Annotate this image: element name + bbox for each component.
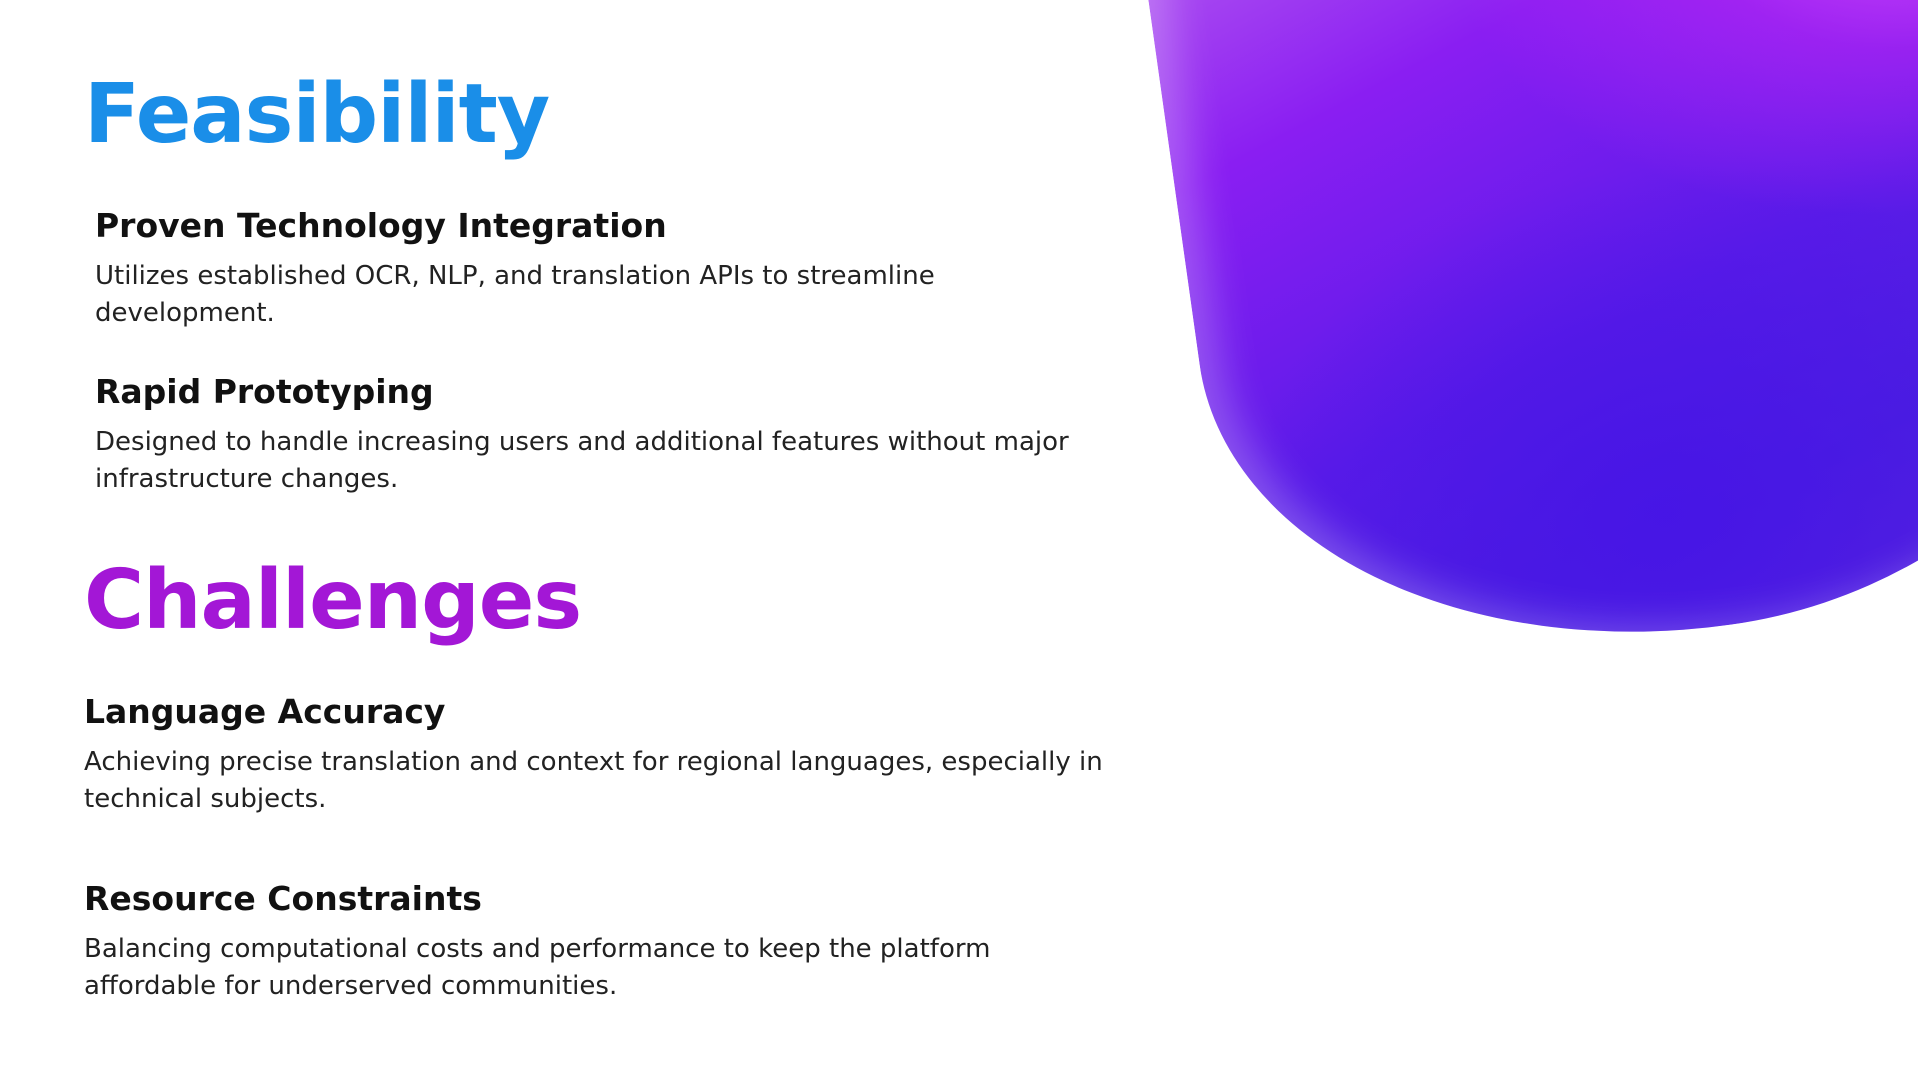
feasibility-item-proven-technology: Proven Technology Integration Utilizes e… <box>95 206 1135 332</box>
item-body: Achieving precise translation and contex… <box>84 746 1103 814</box>
slide-content: Feasibility Proven Technology Integratio… <box>84 67 1135 1005</box>
item-body: Balancing computational costs and perfor… <box>84 933 991 1001</box>
challenges-title: Challenges <box>84 553 582 648</box>
item-body: Utilizes established OCR, NLP, and trans… <box>95 260 935 328</box>
feasibility-title: Feasibility <box>84 67 550 162</box>
challenges-item-language-accuracy: Language Accuracy Achieving precise tran… <box>84 692 1124 818</box>
feasibility-item-rapid-prototyping: Rapid Prototyping Designed to handle inc… <box>95 372 1135 498</box>
decorative-gradient-blob <box>1135 0 1918 693</box>
item-heading: Rapid Prototyping <box>95 372 434 411</box>
challenges-item-resource-constraints: Resource Constraints Balancing computati… <box>84 879 1124 1005</box>
item-heading: Proven Technology Integration <box>95 206 667 245</box>
item-heading: Resource Constraints <box>84 879 482 918</box>
item-heading: Language Accuracy <box>84 692 446 731</box>
item-body: Designed to handle increasing users and … <box>95 426 1069 494</box>
